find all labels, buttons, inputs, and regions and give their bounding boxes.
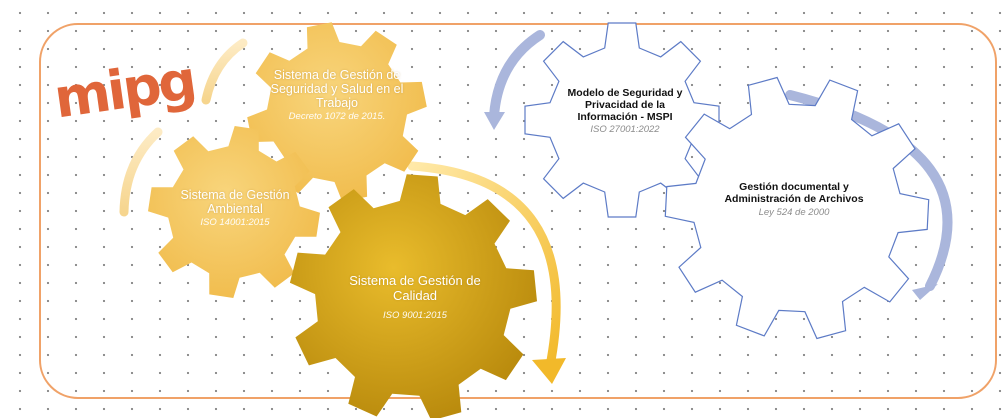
gear-label-sst: Sistema de Gestión de Seguridad y Salud … [262,68,412,123]
gear-ambiental [148,126,320,298]
gear-label-ambiental: Sistema de Gestión Ambiental ISO 14001:2… [170,188,300,229]
gear-title-calidad: Sistema de Gestión de Calidad [349,273,481,303]
gear-title-documental: Gestión documental y Administración de A… [724,181,864,205]
gear-title-ambiental: Sistema de Gestión Ambiental [180,188,290,216]
gear-label-mspi: Modelo de Seguridad y Privacidad de la I… [562,87,688,136]
arrowhead-blue-right [912,284,938,300]
gear-documental [664,76,930,340]
arc-top-left [201,38,248,105]
gear-subtitle-ambiental: ISO 14001:2015 [200,217,270,228]
arc-gold [407,161,561,371]
gear-label-documental: Gestión documental y Administración de A… [724,181,864,218]
gear-subtitle-documental: Ley 524 de 2000 [758,206,830,218]
gear-subtitle-calidad: ISO 9001:2015 [383,310,447,322]
arrowhead-gold [532,358,566,384]
gear-title-mspi: Modelo de Seguridad y Privacidad de la I… [567,87,683,123]
arrowhead-blue-top [484,112,505,130]
arc-blue-top [489,30,545,121]
gear-label-calidad: Sistema de Gestión de Calidad ISO 9001:2… [340,273,490,322]
frame-border [39,23,997,399]
gear-subtitle-sst: Decreto 1072 de 2015. [288,111,386,122]
gear-subtitle-mspi: ISO 27001:2022 [590,124,660,136]
arc-left [119,127,163,217]
gear-calidad [289,174,537,418]
gear-title-sst: Sistema de Gestión de Seguridad y Salud … [270,68,404,110]
